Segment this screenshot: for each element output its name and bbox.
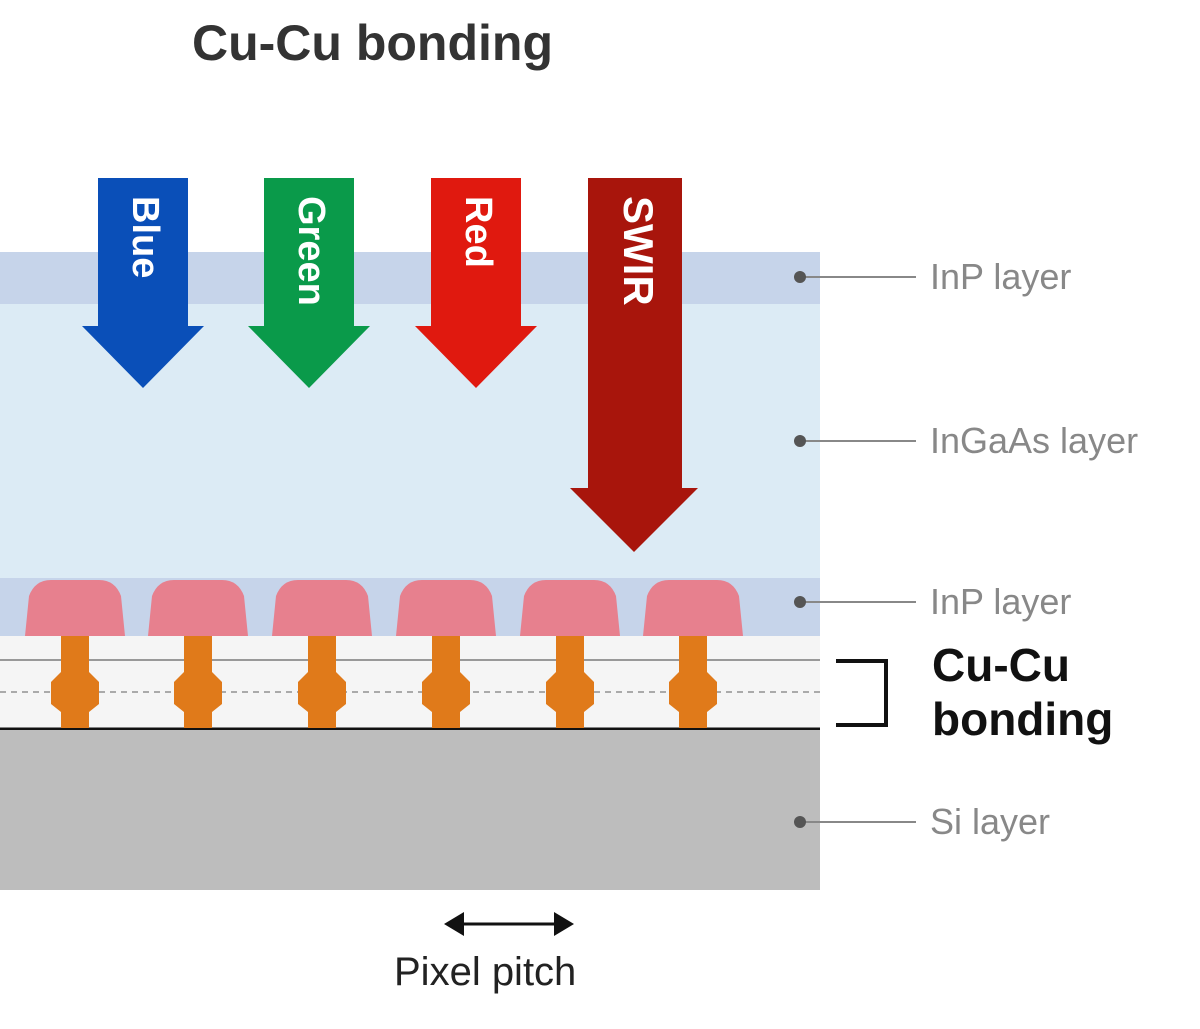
si-layer [0, 730, 820, 890]
pixel-lens-2 [148, 580, 248, 636]
label-si: Si layer [930, 801, 1051, 842]
cu-pillar-3 [298, 636, 346, 728]
bonding-bracket [836, 659, 888, 727]
pixel-pitch-arrowhead-right [554, 912, 574, 936]
label-bonding-line1: Cu-Cu [932, 639, 1070, 691]
arrow-label-blue: Blue [124, 196, 166, 278]
leader-dot-inp-bottom [794, 596, 806, 608]
label-cu-cu-bonding: Cu-Cu bonding [932, 638, 1113, 746]
cu-pillar-5 [546, 636, 594, 728]
arrow-label-red: Red [457, 196, 499, 268]
pixel-pitch-label: Pixel pitch [394, 950, 577, 994]
label-ingaas: InGaAs layer [930, 420, 1139, 461]
leader-dot-inp-top [794, 271, 806, 283]
pixel-pitch-arrowhead-left [444, 912, 464, 936]
arrow-label-green: Green [290, 196, 332, 306]
pixel-lens-6 [643, 580, 743, 636]
label-inp-bottom: InP layer [930, 581, 1072, 622]
cu-pillar-4 [422, 636, 470, 728]
blue-light-arrow [82, 178, 204, 388]
swir-light-arrow [570, 178, 698, 552]
leader-dot-ingaas [794, 435, 806, 447]
red-light-arrow [415, 178, 537, 388]
arrow-label-swir: SWIR [615, 196, 662, 306]
leader-dot-si [794, 816, 806, 828]
cu-pillar-1 [51, 636, 99, 728]
label-inp-top: InP layer [930, 256, 1072, 297]
green-light-arrow [248, 178, 370, 388]
pixel-lens-3 [272, 580, 372, 636]
label-bonding-line2: bonding [932, 693, 1114, 745]
pixel-lens-1 [25, 580, 125, 636]
cu-pillar-2 [174, 636, 222, 728]
pixel-lens-5 [520, 580, 620, 636]
diagram-title: Cu-Cu bonding [192, 15, 553, 71]
pixel-lens-4 [396, 580, 496, 636]
cu-pillar-6 [669, 636, 717, 728]
